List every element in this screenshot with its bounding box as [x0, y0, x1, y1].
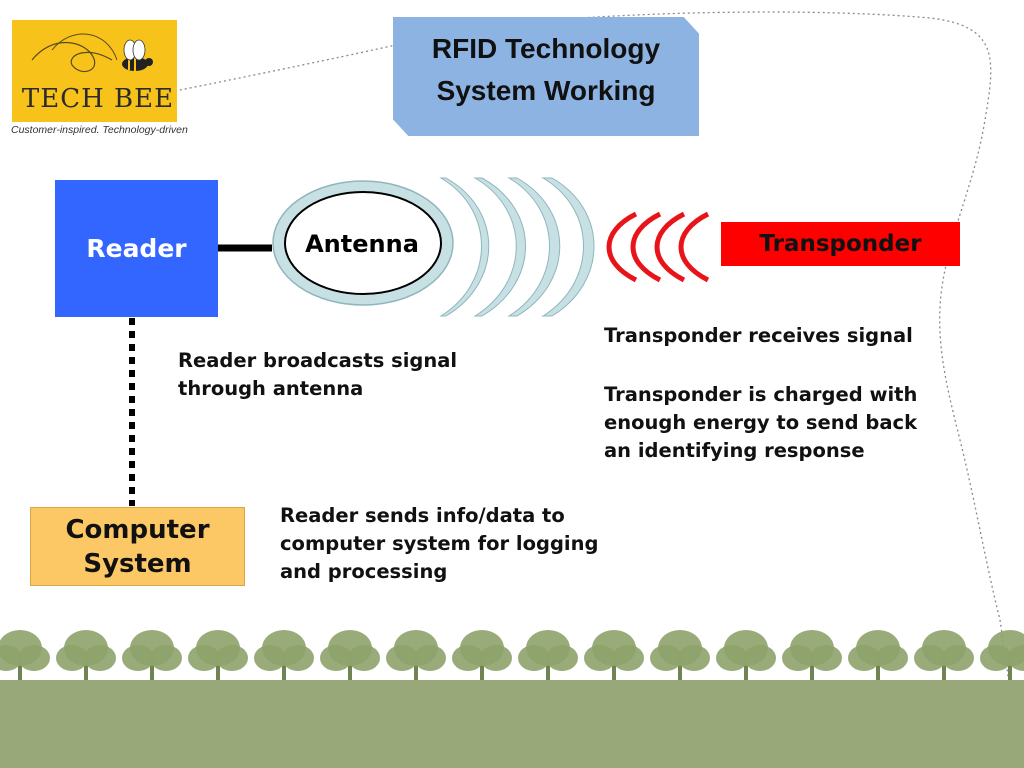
- tree-icon: [914, 630, 974, 702]
- title-banner: [393, 17, 699, 136]
- note-line: computer system for logging: [280, 532, 599, 555]
- transponder-node: Transponder: [721, 222, 960, 266]
- computer-label-line-1: Computer: [65, 514, 210, 545]
- page-title: RFID Technology System Working: [393, 28, 699, 112]
- footer-trees-decoration: [0, 630, 1024, 702]
- note-reader-sends: Reader sends info/data to computer syste…: [280, 502, 598, 586]
- note-transponder-receives: Transponder receives signal: [604, 324, 913, 347]
- title-line-1: RFID Technology: [431, 33, 661, 64]
- computer-system-node: Computer System: [30, 507, 245, 586]
- grass-band: [0, 680, 1024, 702]
- computer-label-line-2: System: [83, 548, 192, 579]
- note-line: enough energy to send back: [604, 411, 918, 434]
- note-line: an identifying response: [604, 439, 865, 462]
- bee-icon: [31, 33, 153, 73]
- note-line: Reader sends info/data to: [280, 504, 565, 527]
- reader-label: Reader: [86, 234, 187, 263]
- tree-icon: [56, 630, 116, 702]
- transponder-label: Transponder: [759, 231, 922, 257]
- note-line: through antenna: [178, 377, 364, 400]
- antenna-waves: [439, 177, 595, 317]
- note-line: Transponder is charged with: [604, 383, 918, 406]
- note-line: and processing: [280, 560, 448, 583]
- note-line: Reader broadcasts signal: [178, 349, 458, 372]
- antenna-inner: [284, 191, 442, 295]
- tree-icon: [320, 630, 380, 702]
- note-transponder-charged: Transponder is charged with enough energ…: [604, 381, 917, 465]
- logo-tagline: Customer-inspired. Technology-driven: [11, 124, 188, 136]
- title-line-2: System Working: [436, 75, 656, 106]
- tree-icon: [386, 630, 446, 702]
- footer-ground: [0, 700, 1024, 768]
- tree-icon: [254, 630, 314, 702]
- logo: [12, 20, 177, 122]
- reader-node: Reader: [55, 180, 218, 317]
- antenna-label: Antenna: [305, 230, 419, 258]
- transponder-waves: [606, 211, 710, 283]
- note-reader-broadcasts: Reader broadcasts signal through antenna: [178, 347, 457, 403]
- logo-name: TECH BEE: [21, 84, 175, 114]
